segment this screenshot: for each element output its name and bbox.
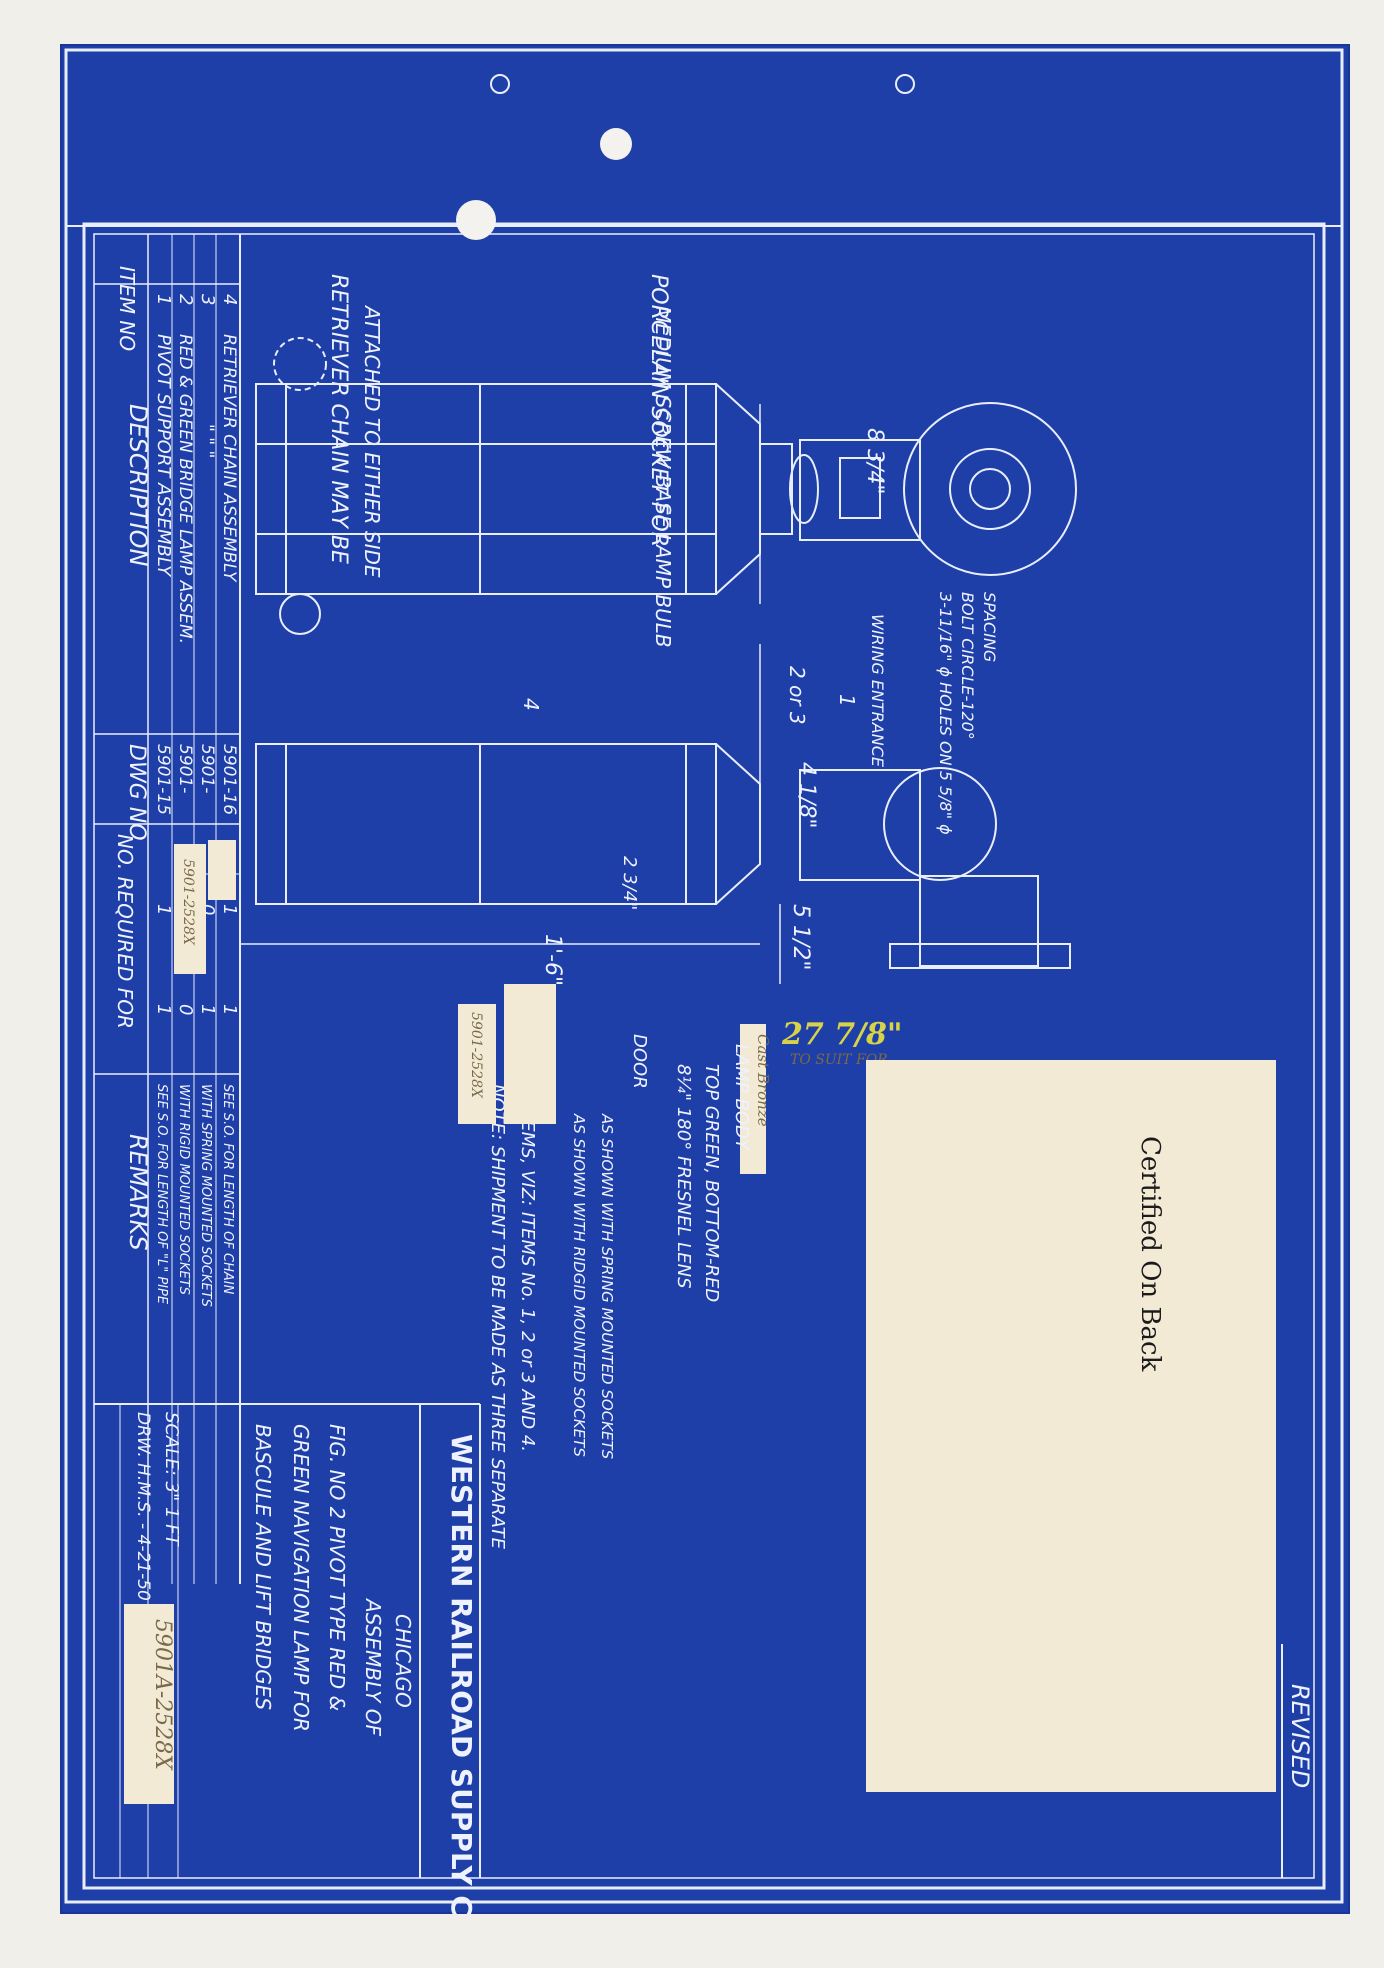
- table-cell-req2: 1: [197, 1004, 218, 1015]
- dim-8-3-4: 8 3/4": [862, 428, 887, 495]
- title-scale: SCALE: 3" 1 FT: [161, 1412, 182, 1547]
- blueprint-drawing: ITEM NO DESCRIPTION DWG NO NO. REQUIRED …: [64, 48, 1344, 1914]
- table-cell-remarks: SEE S.O. FOR LENGTH OF CHAIN: [220, 1084, 235, 1295]
- wiring-note: WIRING ENTRANCE: [868, 614, 887, 768]
- paper-label-table: [208, 840, 236, 900]
- table-cell-dwg: 5901-16: [219, 744, 239, 815]
- table-cell-remarks: SEE S.O. FOR LENGTH OF "L" PIPE: [154, 1084, 169, 1305]
- table-cell-req2: 1: [219, 1004, 240, 1015]
- yellow-dimension: 27 7/8": [781, 1017, 903, 1052]
- table-cell-desc: RED & GREEN BRIDGE LAMP ASSEM.: [175, 334, 195, 644]
- table-cell-item: 1: [153, 294, 174, 305]
- revised-label: REVISED: [1286, 1684, 1314, 1788]
- table-row: 3 " " " 5901- 0 1 WITH SPRING MOUNTED SO…: [197, 294, 218, 1307]
- punch-hole-large-2: [456, 200, 496, 240]
- table-cell-req2: 1: [153, 1004, 174, 1015]
- bolt-note-2: BOLT CIRCLE-120°: [958, 592, 977, 740]
- lens-note-1: TOP GREEN, BOTTOM-RED: [701, 1064, 722, 1302]
- table-row: 1 PIVOT SUPPORT ASSEMBLY 5901-15 1 1 SEE…: [153, 294, 174, 1305]
- yellow-sub-1: TO SUIT FOR: [790, 1052, 888, 1068]
- table-cell-desc: PIVOT SUPPORT ASSEMBLY: [153, 334, 174, 578]
- lens-note-2: 8¼" 180° FRESNEL LENS: [673, 1064, 694, 1289]
- bolt-note-3: SPACING: [980, 592, 999, 662]
- table-cell-item: 3: [197, 294, 218, 305]
- paper-label-mid: [458, 1004, 496, 1124]
- table-header-description: DESCRIPTION: [124, 404, 152, 566]
- label-4: 4: [519, 698, 543, 711]
- table-cell-req: 0: [197, 904, 218, 915]
- certified-stamp: Certified On Back: [1135, 1136, 1165, 1372]
- table-header-required: NO. REQUIRED FOR: [113, 834, 137, 1029]
- table-cell-req: 1: [219, 904, 240, 915]
- dim-5-1-2: 5 1/2": [788, 904, 813, 971]
- porcelain-note-2: MEDIUM SCREW BASE LAMP BULB: [651, 306, 675, 648]
- blueprint-sheet: ITEM NO DESCRIPTION DWG NO NO. REQUIRED …: [60, 44, 1350, 1914]
- dim-1-6: 1'-6": [540, 934, 565, 986]
- paper-label-dwg-text: 5901-2528X: [180, 859, 196, 946]
- table-cell-item: 4: [219, 294, 240, 305]
- dim-2-3-4: 2 3/4": [619, 856, 640, 910]
- title-city: CHICAGO: [391, 1614, 415, 1708]
- table-cell-remarks: WITH SPRING MOUNTED SOCKETS: [198, 1084, 213, 1307]
- paper-label-mid-text: 5901-2528X: [468, 1012, 484, 1099]
- paper-label-title: [124, 1604, 174, 1804]
- sockets-note-2: AS SHOWN WITH SPRING MOUNTED SOCKETS: [598, 1113, 616, 1460]
- paper-label-title-text: 5901A-2528X: [150, 1619, 175, 1771]
- lamp-side-view: [255, 337, 1077, 635]
- company-name: WESTERN RAILROAD SUPPLY CO.: [445, 1434, 478, 1914]
- table-cell-dwg: 5901-: [175, 744, 195, 793]
- note-line-1: NOTE: SHIPMENT TO BE MADE AS THREE SEPAR…: [487, 1084, 508, 1550]
- certification-paper: [866, 1060, 1276, 1792]
- title-line-1: ASSEMBLY OF: [361, 1597, 385, 1737]
- title-line-3: GREEN NAVIGATION LAMP FOR: [289, 1424, 313, 1732]
- paper-label-lamp-body: [740, 1024, 766, 1174]
- paper-label-dwg: [174, 844, 206, 974]
- retriever-note-2: ATTACHED TO EITHER SIDE: [360, 304, 384, 578]
- table-cell-req: 1: [153, 904, 174, 915]
- dimension-lines: [240, 404, 781, 984]
- title-line-4: BASCULE AND LIFT BRIDGES: [251, 1424, 275, 1710]
- parts-table: [94, 234, 241, 1584]
- bolt-note-1: 3-11/16" ϕ HOLES ON 5 5/8" ϕ: [936, 592, 955, 835]
- table-header-remarks: REMARKS: [124, 1134, 152, 1251]
- table-cell-req2: 0: [175, 1004, 196, 1015]
- lamp-front-view: [255, 743, 1071, 969]
- punch-hole-small-left: [490, 74, 510, 94]
- sockets-note-1: AS SHOWN WITH RIDGID MOUNTED SOCKETS: [570, 1113, 588, 1457]
- table-row: 2 RED & GREEN BRIDGE LAMP ASSEM. 5901- 1…: [175, 294, 196, 1295]
- table-cell-desc: " " ": [197, 424, 217, 458]
- porcelain-note-1: PORCELAIN SOCKET FOR: [646, 274, 671, 547]
- dim-2-or-3: 2 or 3: [785, 666, 809, 725]
- retriever-note-1: RETRIEVER CHAIN MAY BE: [326, 274, 351, 564]
- label-1: 1: [835, 694, 859, 707]
- table-cell-remarks: WITH RIGID MOUNTED SOCKETS: [176, 1084, 191, 1295]
- table-header-item: ITEM NO: [115, 266, 139, 351]
- paper-label-sockets: [504, 984, 556, 1124]
- punch-hole-small-right: [895, 74, 915, 94]
- table-header-dwg: DWG NO: [124, 744, 149, 841]
- title-line-2: FIG. NO 2 PIVOT TYPE RED &: [325, 1424, 349, 1711]
- title-drawn: DRW. H.M.S. - 4-21-50: [133, 1412, 153, 1601]
- table-cell-dwg: 5901-15: [153, 744, 173, 815]
- note-line-2: ITEMS, VIZ: ITEMS No. 1, 2 or 3 AND 4.: [517, 1104, 538, 1452]
- table-cell-dwg: 5901-: [197, 744, 217, 793]
- dim-4-1-8: 4 1/8": [794, 762, 819, 829]
- punch-hole-large-1: [600, 128, 632, 160]
- lamp-body-label: LAMP BODY: [731, 1044, 752, 1152]
- table-cell-desc: RETRIEVER CHAIN ASSEMBLY: [219, 334, 239, 583]
- table-row: 4 RETRIEVER CHAIN ASSEMBLY 5901-16 1 1 S…: [219, 294, 240, 1295]
- lamp-body-handwritten: Cast Bronze: [754, 1034, 772, 1127]
- door-label: DOOR: [629, 1034, 650, 1089]
- table-cell-item: 2: [175, 294, 196, 305]
